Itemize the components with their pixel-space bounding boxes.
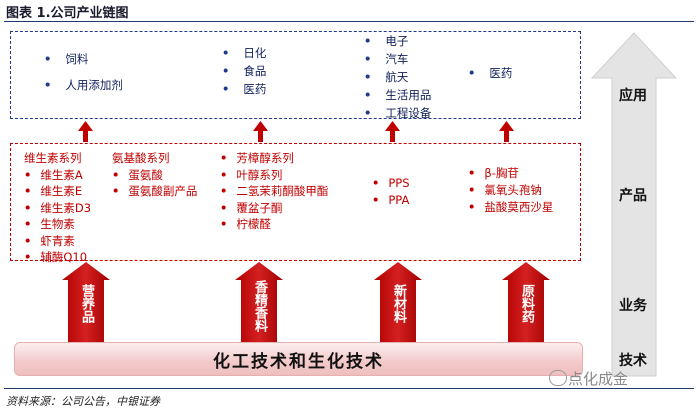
app-col-1: 饲料 人用添加剂 bbox=[44, 46, 123, 98]
app-item: 饲料 bbox=[44, 46, 123, 72]
source-note: 资料来源：公司公告，中银证券 bbox=[6, 395, 160, 408]
vitamin-item: 辅酶Q10 bbox=[24, 249, 91, 266]
watermark: 点化成金 bbox=[568, 370, 629, 388]
arrow-label-api: 原料药 bbox=[519, 284, 534, 323]
vitamin-item: 生物素 bbox=[24, 216, 91, 233]
side-label-technology: 技术 bbox=[619, 353, 647, 369]
amino-group: 氨基酸系列 蛋氨酸 蛋氨酸副产品 bbox=[112, 150, 197, 200]
material-item: PPA bbox=[372, 192, 410, 209]
bottom-rule bbox=[4, 388, 694, 389]
applications-box bbox=[10, 31, 581, 119]
app-col-3: 电子 汽车 航天 生活用品 工程设备 bbox=[364, 32, 431, 122]
vitamin-item: 维生素D3 bbox=[24, 200, 91, 217]
pharma-item: β-胸苷 bbox=[468, 165, 553, 182]
small-up-arrow-1 bbox=[78, 121, 93, 142]
technology-bar: 化工技术和生化技术 bbox=[14, 342, 583, 376]
small-up-arrow-4 bbox=[499, 121, 514, 142]
aroma-item: 叶醇系列 bbox=[220, 167, 328, 184]
arrow-label-materials: 新材料 bbox=[391, 284, 406, 323]
app-item: 医药 bbox=[222, 80, 266, 98]
pharma-group: β-胸苷 氯氧头孢钠 盐酸莫西沙星 bbox=[468, 165, 553, 216]
app-item: 工程设备 bbox=[364, 104, 431, 122]
app-item: 医药 bbox=[468, 64, 512, 82]
products-box bbox=[10, 143, 581, 261]
amino-item: 蛋氨酸 bbox=[112, 167, 197, 184]
vitamin-item: 虾青素 bbox=[24, 233, 91, 250]
app-col-2: 日化 食品 医药 bbox=[222, 44, 266, 98]
app-item: 汽车 bbox=[364, 50, 431, 68]
aroma-item: 二氢茉莉酮酸甲酯 bbox=[220, 183, 328, 200]
big-arrow-3 bbox=[374, 262, 422, 342]
aroma-group: 芳樟醇系列 叶醇系列 二氢茉莉酮酸甲酯 覆盆子酮 柠檬醛 bbox=[220, 150, 328, 233]
app-item: 电子 bbox=[364, 32, 431, 50]
big-arrow-1 bbox=[62, 262, 110, 342]
vitamin-item: 维生素A bbox=[24, 167, 91, 184]
arrow-label-nutrition: 营养品 bbox=[79, 284, 94, 323]
arrow-label-flavor: 香精香料 bbox=[252, 280, 267, 332]
materials-group: PPS PPA bbox=[372, 175, 410, 209]
aroma-title: 芳樟醇系列 bbox=[220, 150, 328, 167]
aroma-item: 柠檬醛 bbox=[220, 216, 328, 233]
pharma-item: 盐酸莫西沙星 bbox=[468, 199, 553, 216]
vitamin-item: 维生素E bbox=[24, 183, 91, 200]
app-item: 生活用品 bbox=[364, 86, 431, 104]
big-arrow-4 bbox=[502, 262, 550, 342]
small-up-arrow-2 bbox=[253, 121, 268, 142]
side-arrow bbox=[590, 32, 678, 377]
top-rule bbox=[4, 21, 694, 22]
small-up-arrow-3 bbox=[385, 121, 400, 142]
app-col-4: 医药 bbox=[468, 64, 512, 82]
wechat-icon bbox=[549, 370, 567, 386]
app-item: 日化 bbox=[222, 44, 266, 62]
side-label-business: 业务 bbox=[619, 298, 647, 314]
app-item: 航天 bbox=[364, 68, 431, 86]
pharma-item: 氯氧头孢钠 bbox=[468, 182, 553, 199]
app-item: 食品 bbox=[222, 62, 266, 80]
amino-group-title: 氨基酸系列 bbox=[112, 151, 170, 165]
vitamin-group-title: 维生素系列 bbox=[24, 151, 82, 165]
amino-item: 蛋氨酸副产品 bbox=[112, 183, 197, 200]
figure-title: 图表 1.公司产业链图 bbox=[6, 6, 129, 21]
vitamin-group: 维生素系列 维生素A 维生素E 维生素D3 生物素 虾青素 辅酶Q10 bbox=[24, 150, 91, 266]
side-label-application: 应用 bbox=[619, 88, 647, 104]
app-item: 人用添加剂 bbox=[44, 72, 123, 98]
material-item: PPS bbox=[372, 175, 409, 192]
side-label-product: 产品 bbox=[619, 188, 647, 204]
aroma-item: 覆盆子酮 bbox=[220, 200, 328, 217]
big-arrow-2 bbox=[235, 262, 283, 342]
